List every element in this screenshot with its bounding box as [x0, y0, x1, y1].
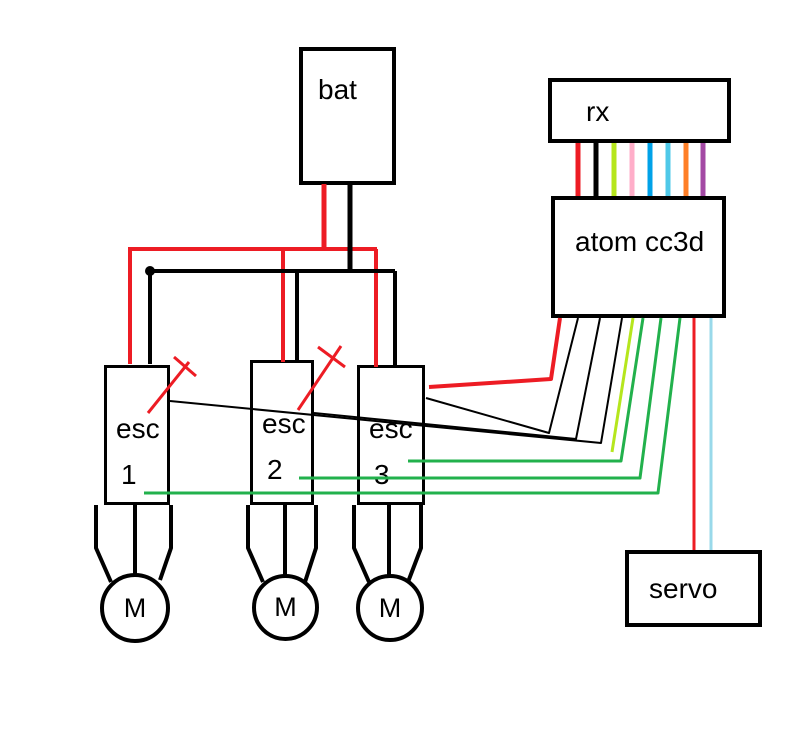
esc1-number: 1 — [121, 459, 137, 491]
servo-label: servo — [649, 573, 718, 604]
motor1-wire-left — [94, 505, 113, 583]
cc3d-lime-stub — [610, 317, 635, 453]
battery-label: bat — [318, 74, 357, 105]
flight-controller-node: atom cc3d — [551, 196, 726, 318]
motor3-wire-left — [352, 505, 371, 583]
esc2-cutmark-tick — [317, 345, 346, 369]
flight-controller-label: atom cc3d — [575, 226, 705, 257]
motor3-label: M — [378, 592, 402, 623]
motor3-node: M — [356, 574, 424, 642]
motor3-wire-right — [406, 505, 423, 583]
esc2-number: 2 — [267, 454, 283, 486]
cc3d-green-to-esc3 — [408, 317, 645, 463]
cc3d-red-to-esc3 — [428, 317, 562, 389]
motor2-wire-left — [246, 505, 265, 583]
motor1-node: M — [100, 573, 170, 643]
esc3-label: esc — [369, 413, 413, 444]
battery-node: bat — [299, 47, 396, 185]
receiver-label: rx — [586, 96, 610, 127]
esc3-node: esc 3 — [357, 365, 425, 505]
ground-bus-junction-dot — [145, 266, 155, 276]
esc1-cutmark-tick — [173, 355, 197, 378]
esc1-node: esc 1 — [104, 365, 170, 505]
receiver-node: rx — [548, 78, 731, 143]
motor1-label: M — [123, 592, 147, 623]
esc2-label: esc — [262, 408, 306, 439]
cc3d-black-to-esc3 — [425, 317, 579, 434]
servo-node: servo — [625, 550, 762, 627]
motor2-wire-right — [303, 505, 318, 583]
esc1-label: esc — [116, 413, 160, 444]
cc3d-green-to-esc2 — [299, 317, 663, 480]
motor2-node: M — [252, 574, 319, 641]
esc3-number: 3 — [374, 459, 390, 491]
motor1-wire-right — [158, 505, 173, 581]
motor2-label: M — [274, 592, 297, 622]
esc2-node: esc 2 — [250, 360, 314, 505]
